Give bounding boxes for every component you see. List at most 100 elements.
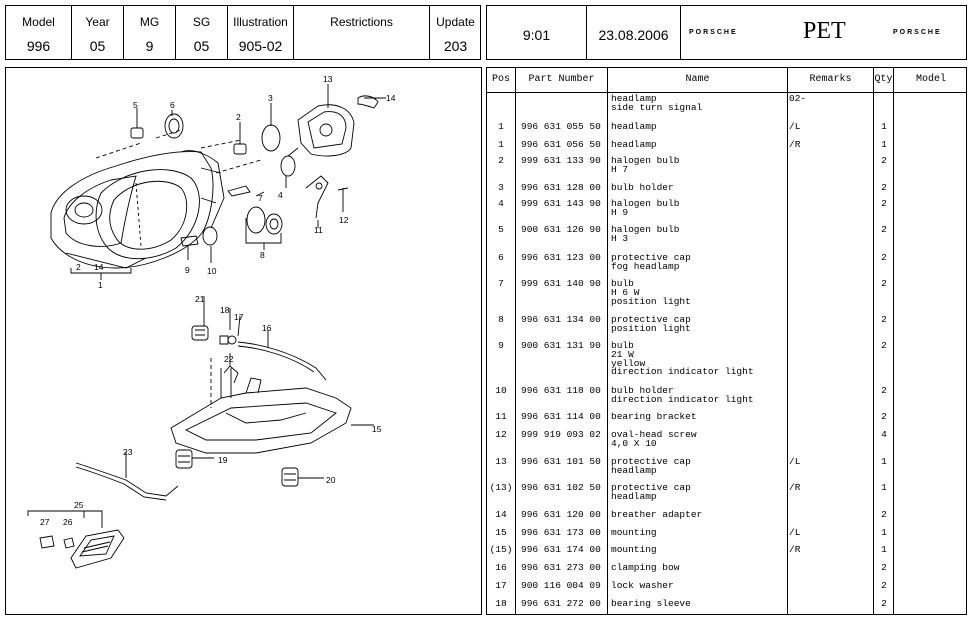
- qty-cell: 1: [881, 527, 887, 538]
- part-23-cable-edge: [75, 466, 167, 501]
- callout-10[interactable]: 10: [207, 266, 217, 276]
- header-part-number[interactable]: Part Number: [528, 74, 595, 85]
- part-5-bulb: [130, 113, 144, 139]
- callout-11[interactable]: 11: [314, 225, 323, 235]
- qty-cell: 2: [881, 340, 887, 351]
- part-13-cap: [297, 104, 355, 157]
- callout-1[interactable]: 1: [98, 280, 103, 290]
- part-number-cell: 996 631 101 50: [521, 456, 601, 467]
- restrictions-label: Restrictions: [330, 15, 393, 29]
- qty-cell: 1: [881, 456, 887, 467]
- callout-4[interactable]: 4: [278, 190, 283, 200]
- part-number-cell: 996 631 123 00: [521, 252, 601, 263]
- pos-cell: (15): [489, 544, 513, 555]
- callout-18[interactable]: 18: [220, 305, 230, 315]
- callout-9[interactable]: 9: [185, 265, 190, 275]
- callout-2[interactable]: 2: [236, 112, 241, 122]
- callout-23[interactable]: 23: [123, 447, 133, 457]
- callout-3[interactable]: 3: [268, 93, 273, 103]
- callout-5[interactable]: 5: [133, 100, 138, 110]
- header-bar: Model 996 Year 05 MG 9 SG 05 Illustratio…: [5, 5, 967, 60]
- part-number-cell: 996 631 272 00: [521, 598, 601, 609]
- pos-cell: 11: [495, 411, 507, 422]
- part-number-cell: 999 631 133 90: [521, 155, 601, 166]
- part-17-washer: [227, 335, 237, 345]
- mg-cell: MG 9: [124, 6, 176, 59]
- header-remarks[interactable]: Remarks: [809, 74, 852, 85]
- qty-cell: 1: [881, 482, 887, 493]
- callout-26[interactable]: 26: [63, 517, 73, 527]
- callout-7[interactable]: 7: [258, 193, 263, 203]
- qty-cell: 1: [881, 121, 887, 132]
- part-number-cell: 999 919 093 02: [521, 429, 601, 440]
- callout-15[interactable]: 15: [372, 424, 382, 434]
- parts-illustration: 5 6 3 2 13 14 7 4 11 12 8 9 10 2 14 1 21…: [5, 67, 482, 615]
- mg-value: 9: [145, 38, 154, 54]
- part-11-bracket: [305, 175, 329, 219]
- header-model[interactable]: Model: [915, 74, 946, 85]
- part-27-socket: [39, 535, 55, 549]
- part-number-cell: 996 631 128 00: [521, 182, 601, 193]
- header-qty[interactable]: Qty: [874, 74, 893, 85]
- callout-14[interactable]: 14: [386, 93, 396, 103]
- restrictions-cell: Restrictions: [294, 6, 430, 59]
- remarks-cell: 02-: [789, 93, 807, 104]
- remarks-cell: /L: [789, 456, 801, 467]
- qty-cell: 2: [881, 252, 887, 263]
- pos-cell: 13: [495, 456, 507, 467]
- part-12-screw: [337, 187, 349, 200]
- qty-cell: 1: [881, 544, 887, 555]
- qty-cell: 2: [881, 509, 887, 520]
- callout-6[interactable]: 6: [170, 100, 175, 110]
- porsche-logo-left: PORSCHE: [689, 29, 738, 36]
- name-cell: protective cap fog headlamp: [611, 252, 691, 272]
- callout-22[interactable]: 22: [224, 354, 234, 364]
- header-pos[interactable]: Pos: [491, 74, 510, 85]
- name-cell: protective cap position light: [611, 314, 691, 334]
- model-value: 996: [26, 38, 51, 54]
- callout-16[interactable]: 16: [262, 323, 272, 333]
- pos-cell: 6: [498, 252, 504, 263]
- part-number-cell: 996 631 118 00: [521, 385, 601, 396]
- callout-20[interactable]: 20: [326, 475, 336, 485]
- name-cell: bulb holder: [611, 182, 674, 193]
- qty-cell: 2: [881, 278, 887, 289]
- parts-table: Pos Part Number Name Remarks Qty Model h…: [486, 67, 967, 615]
- callout-25[interactable]: 25: [74, 500, 84, 510]
- update-label: Update: [436, 15, 475, 29]
- callout-12[interactable]: 12: [339, 215, 349, 225]
- callout-17[interactable]: 17: [234, 312, 244, 322]
- qty-cell: 2: [881, 411, 887, 422]
- qty-cell: 2: [881, 385, 887, 396]
- part-8-bracket-line: [245, 218, 282, 244]
- name-cell: halogen bulb H 3: [611, 224, 680, 244]
- part-16-clamping-bow-edge: [237, 345, 315, 373]
- part-23-cable: [75, 462, 179, 497]
- callout-21[interactable]: 21: [195, 294, 205, 304]
- callout-14-lower[interactable]: 14: [94, 262, 104, 272]
- callout-13[interactable]: 13: [323, 74, 333, 84]
- name-cell: protective cap headlamp: [611, 482, 691, 502]
- qty-cell: 2: [881, 314, 887, 325]
- brand-cell: PORSCHE PET PORSCHE: [681, 6, 966, 59]
- name-cell: bearing sleeve: [611, 598, 691, 609]
- part-number-cell: 999 631 140 90: [521, 278, 601, 289]
- name-cell: headlamp side turn signal: [611, 93, 703, 113]
- header-name[interactable]: Name: [685, 74, 710, 85]
- part-number-cell: 996 631 273 00: [521, 562, 601, 573]
- header-status-box: 9:01 23.08.2006 PORSCHE PET PORSCHE: [486, 5, 967, 60]
- part-number-cell: 999 631 143 90: [521, 198, 601, 209]
- illustration-label: Illustration: [233, 15, 288, 29]
- part-3-holder: [261, 124, 281, 152]
- pos-cell: 7: [498, 278, 504, 289]
- name-cell: halogen bulb H 9: [611, 198, 680, 218]
- callout-2-lower[interactable]: 2: [76, 262, 81, 272]
- part-22-clip: [223, 365, 239, 384]
- pos-cell: 8: [498, 314, 504, 325]
- porsche-logo-right: PORSCHE: [893, 29, 942, 36]
- callout-27[interactable]: 27: [40, 517, 50, 527]
- pos-cell: 1: [498, 121, 504, 132]
- part-number-cell: 996 631 102 50: [521, 482, 601, 493]
- callout-8[interactable]: 8: [260, 250, 265, 260]
- callout-19[interactable]: 19: [218, 455, 228, 465]
